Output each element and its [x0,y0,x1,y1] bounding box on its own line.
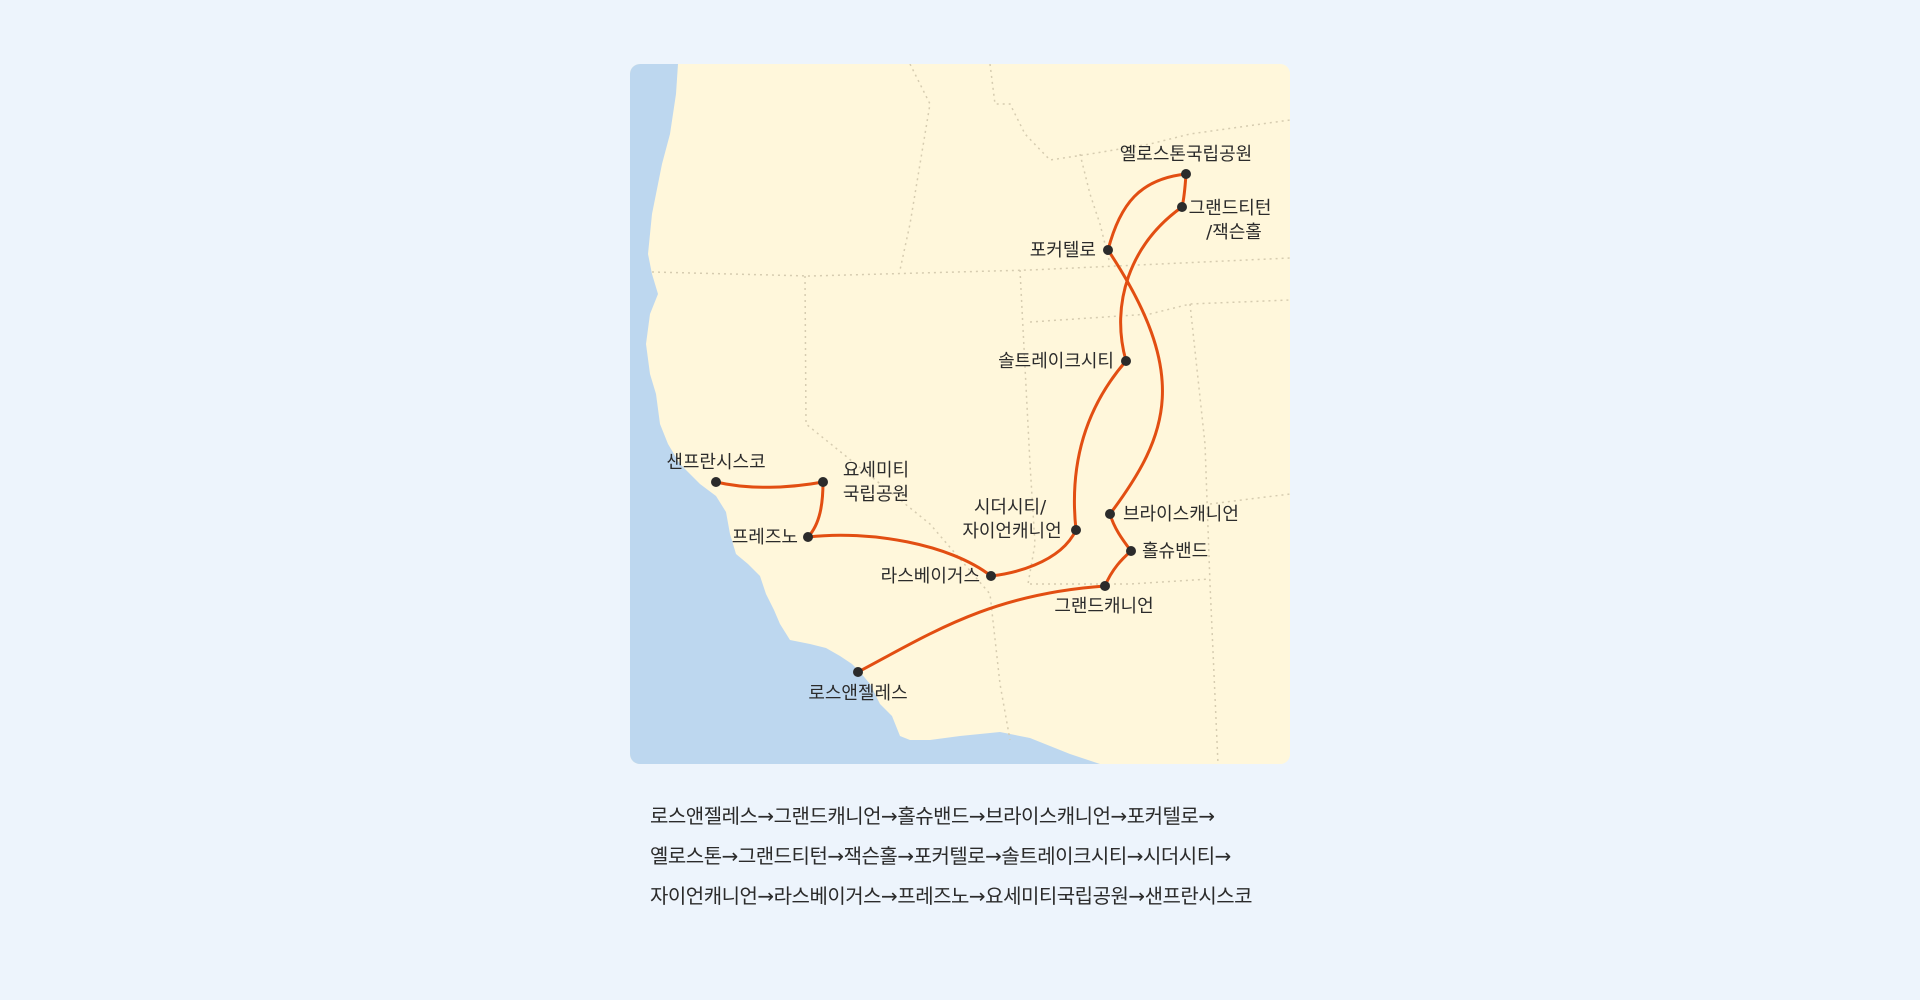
label-las-vegas: 라스베이거스 [881,566,980,587]
marker-yellowstone[interactable] [1181,169,1191,179]
route-lasvegas-fresno [806,533,993,578]
itinerary-text: 로스앤젤레스→그랜드캐니언→홀슈밴드→브라이스캐니언→포커텔로→ 옐로스톤→그랜… [650,796,1290,916]
city-labels: 옐로스톤국립공원 그랜드티턴 /잭슨홀 포커텔로 솔트레이크시티 샌프란시스코 … [666,144,1271,704]
marker-los-angeles[interactable] [853,667,863,677]
marker-salt-lake[interactable] [1121,356,1131,366]
label-yellowstone: 옐로스톤국립공원 [1120,144,1252,165]
label-grand-teton-2: /잭슨홀 [1206,222,1262,243]
route-yosemite-sf [714,480,825,489]
border-line [804,275,1011,741]
state-borders [651,64,1290,764]
city-markers [711,169,1191,677]
route-pocatello-yellowstone [1106,172,1188,252]
marker-grand-canyon[interactable] [1100,581,1110,591]
label-grand-teton-1: 그랜드티턴 [1189,198,1272,219]
pacific-ocean [630,64,1100,764]
label-grand-canyon: 그랜드캐니언 [1054,596,1153,617]
label-pocatello: 포커텔로 [1030,240,1096,261]
border-line [1029,299,1290,323]
marker-horseshoe[interactable] [1126,546,1136,556]
marker-bryce[interactable] [1105,509,1115,519]
route-map: 옐로스톤국립공원 그랜드티턴 /잭슨홀 포커텔로 솔트레이크시티 샌프란시스코 … [630,64,1290,764]
border-line [1189,303,1219,764]
route-teton-saltlake [1119,205,1184,363]
marker-pocatello[interactable] [1103,245,1113,255]
route-lines [714,172,1188,674]
label-horseshoe: 홀슈밴드 [1142,541,1208,562]
route-bryce-pocatello [1106,248,1164,516]
label-bryce: 브라이스캐니언 [1123,504,1239,525]
marker-yosemite[interactable] [818,477,828,487]
marker-fresno[interactable] [803,532,813,542]
itinerary-line: 자이언캐니언→라스베이거스→프레즈노→요세미티국립공원→샌프란시스코 [650,884,1253,908]
itinerary-line: 로스앤젤레스→그랜드캐니언→홀슈밴드→브라이스캐니언→포커텔로→ [650,804,1215,828]
border-line [651,257,1290,277]
label-fresno: 프레즈노 [732,527,798,548]
itinerary-line: 옐로스톤→그랜드티턴→잭슨홀→포커텔로→솔트레이크시티→시더시티→ [650,844,1231,868]
label-los-angeles: 로스앤젤레스 [808,683,907,704]
route-map-svg: 옐로스톤국립공원 그랜드티턴 /잭슨홀 포커텔로 솔트레이크시티 샌프란시스코 … [630,64,1290,764]
label-salt-lake: 솔트레이크시티 [998,351,1114,372]
route-saltlake-cedar [1072,359,1128,532]
border-line [1209,493,1290,505]
label-yosemite-1: 요세미티 [843,460,909,481]
marker-grand-teton[interactable] [1177,202,1187,212]
label-cedar-1: 시더시티/ [974,497,1047,518]
marker-las-vegas[interactable] [986,571,996,581]
route-la-grandcanyon [856,584,1107,674]
label-san-francisco: 샌프란시스코 [666,452,765,473]
route-cedar-lasvegas [989,528,1078,578]
border-line [989,64,1290,161]
marker-san-francisco[interactable] [711,477,721,487]
label-cedar-2: 자이언캐니언 [962,521,1061,542]
marker-cedar-zion[interactable] [1071,525,1081,535]
border-line [1019,269,1036,585]
label-yosemite-2: 국립공원 [843,484,909,505]
